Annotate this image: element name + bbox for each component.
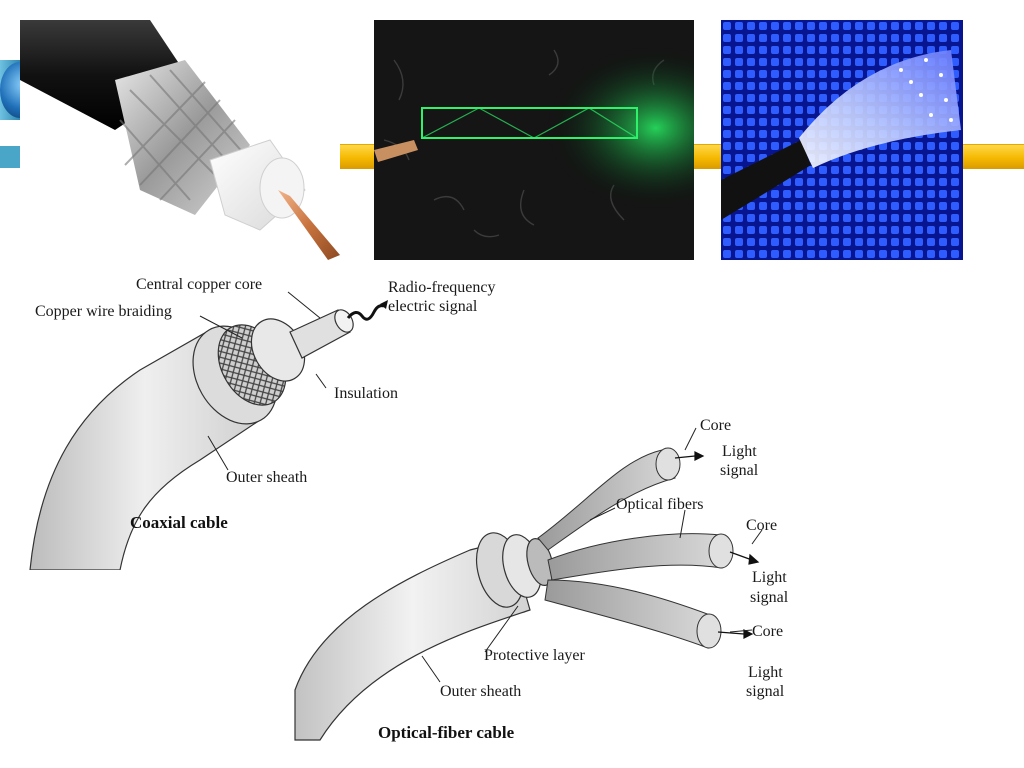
coaxial-cable-caption: Coaxial cable xyxy=(130,513,228,532)
fiber-light-label-3b: signal xyxy=(746,683,785,700)
fiber-sheath-label: Outer sheath xyxy=(440,683,522,700)
coax-sheath-label: Outer sheath xyxy=(226,469,308,486)
coax-core-label: Central copper core xyxy=(136,276,263,293)
fiber-light-label-1b: signal xyxy=(720,462,759,479)
fiber-light-label-3a: Light xyxy=(748,664,783,681)
fiber-core-label-1: Core xyxy=(700,417,732,434)
fiber-core-label-2: Core xyxy=(746,517,778,534)
green-light-rod-photo xyxy=(374,20,694,260)
side-tab-bottom xyxy=(0,146,20,168)
fiber-protective-layer-label: Protective layer xyxy=(484,647,585,664)
coax-insulation-label: Insulation xyxy=(334,385,398,402)
coax-cable-photo-icon xyxy=(20,20,340,260)
optical-fiber-cable-caption: Optical-fiber cable xyxy=(378,723,515,742)
coax-braiding-label: Copper wire braiding xyxy=(35,303,172,320)
coaxial-cable-photo xyxy=(20,20,340,260)
optical-fiber-cable-drawing xyxy=(294,427,763,741)
fiber-optical-fibers-label: Optical fibers xyxy=(616,496,704,513)
coax-signal-label-2: electric signal xyxy=(388,298,478,315)
fiber-light-label-2a: Light xyxy=(752,569,787,586)
fiber-optic-bundle-photo xyxy=(721,20,963,260)
globe-icon xyxy=(0,62,20,118)
light-guide-photo-icon xyxy=(374,20,694,260)
fiber-light-label-1a: Light xyxy=(722,443,757,460)
coaxial-cable-drawing xyxy=(29,291,388,570)
fiber-light-label-2b: signal xyxy=(750,589,789,606)
coax-signal-label-1: Radio-frequency xyxy=(388,279,496,296)
fiber-core-label-3: Core xyxy=(752,623,784,640)
fiber-bundle-photo-icon xyxy=(721,20,963,260)
